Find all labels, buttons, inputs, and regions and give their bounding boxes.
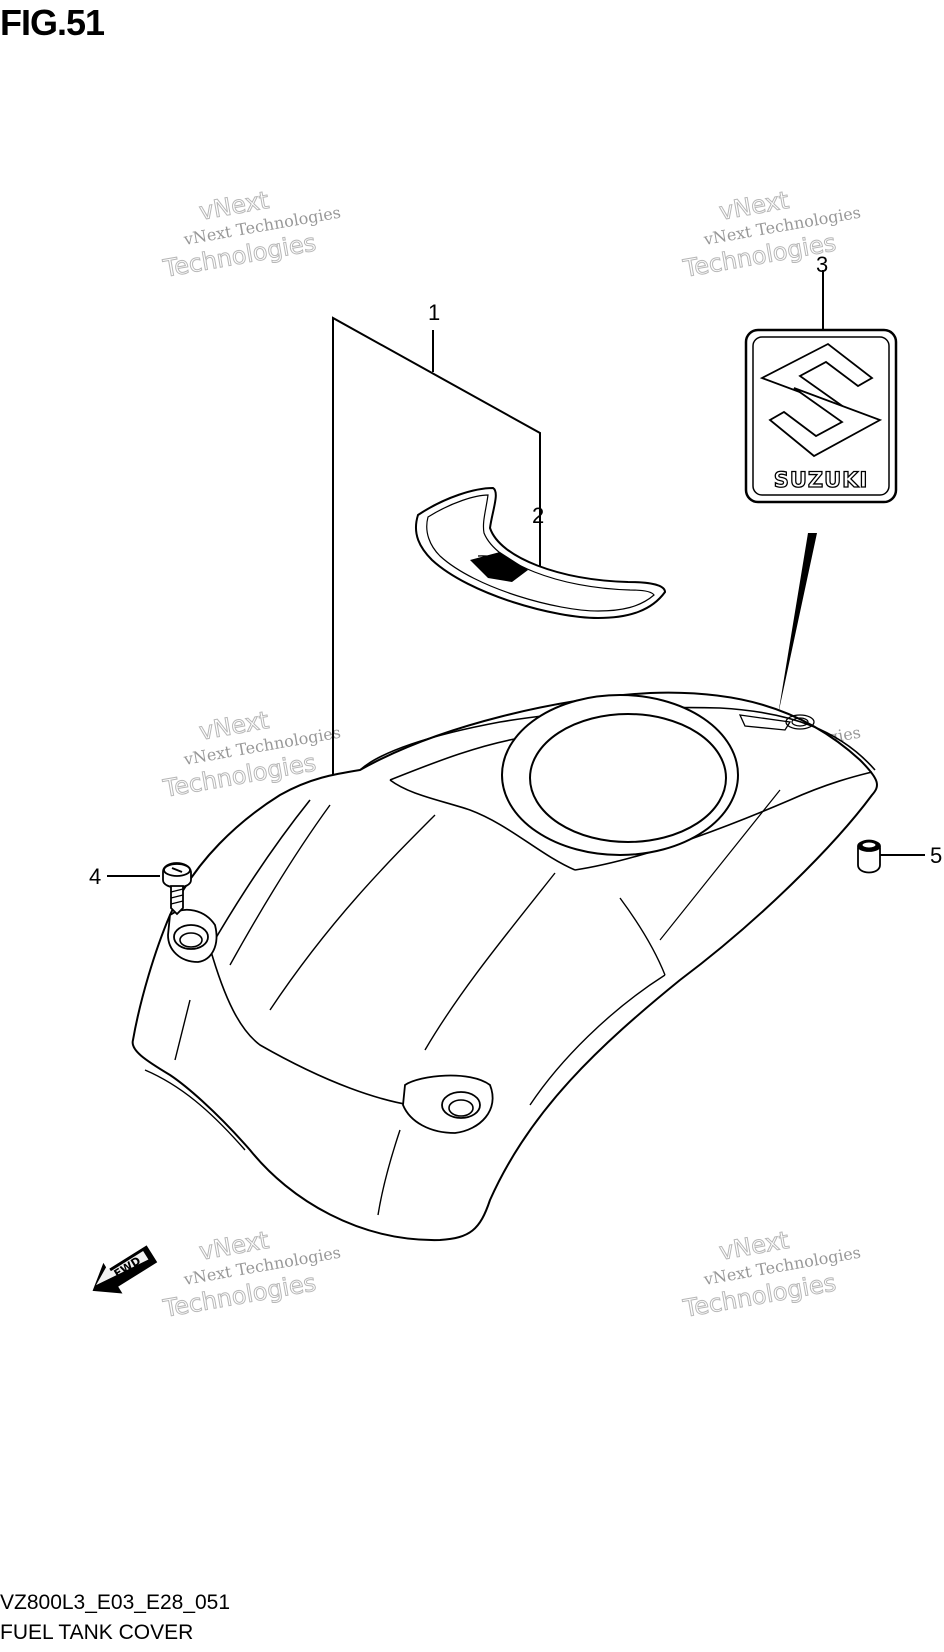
watermark-bottom-left: vNext vNext Technologies Technologies bbox=[160, 1226, 342, 1324]
diagram-code: VZ800L3_E03_E28_051 bbox=[0, 1591, 231, 1614]
leader-line-1 bbox=[332, 316, 541, 790]
figure-title: FIG.51 bbox=[0, 2, 105, 43]
callout-4: 4 bbox=[89, 864, 101, 889]
emblem-text: SUZUKI bbox=[774, 468, 869, 492]
callout-5: 5 bbox=[930, 843, 942, 868]
fuel-cap-ring-inner bbox=[529, 713, 727, 843]
mounting-boss-left bbox=[167, 908, 218, 963]
part-5-cap bbox=[857, 839, 881, 874]
fwd-arrow-icon: FWD bbox=[92, 1245, 158, 1294]
suzuki-s-logo bbox=[759, 342, 883, 458]
part-4-screw bbox=[162, 862, 192, 916]
mounting-boss-right bbox=[402, 1074, 494, 1134]
callout-3: 3 bbox=[816, 252, 828, 277]
watermark-bottom-right: vNext vNext Technologies Technologies bbox=[680, 1226, 862, 1324]
callout-2: 2 bbox=[532, 503, 544, 528]
callout-1: 1 bbox=[428, 300, 440, 325]
part-2-trim-panel bbox=[414, 486, 667, 620]
diagram-name: FUEL TANK COVER bbox=[0, 1621, 194, 1644]
watermark-top-right: vNext vNext Technologies Technologies bbox=[680, 186, 862, 284]
part-3-emblem: SUZUKI bbox=[744, 328, 898, 504]
watermark-top-left: vNext vNext Technologies Technologies bbox=[160, 186, 342, 284]
part-1-fuel-tank-cover bbox=[131, 691, 878, 1242]
emblem-pointer bbox=[778, 533, 817, 715]
